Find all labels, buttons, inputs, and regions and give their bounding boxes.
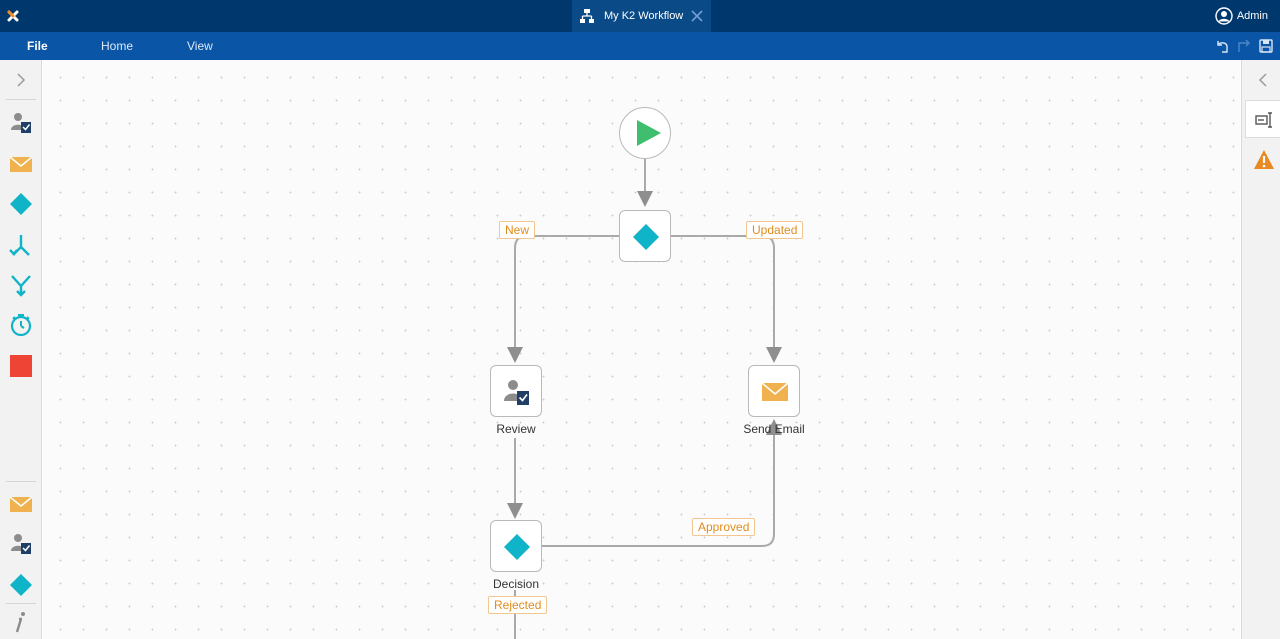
- toolbox-panel: [0, 60, 42, 639]
- user-circle-icon: [1215, 7, 1233, 25]
- collapse-panel-icon[interactable]: [1255, 72, 1271, 88]
- email-icon: [761, 382, 789, 401]
- redo-icon[interactable]: [1236, 38, 1252, 54]
- decision-node-caption: Decision: [492, 577, 540, 591]
- user-name: Admin: [1236, 10, 1268, 22]
- end-icon[interactable]: [9, 354, 33, 378]
- menu-file[interactable]: File: [27, 39, 48, 53]
- info-icon[interactable]: [9, 610, 33, 634]
- decision-node-1[interactable]: [619, 210, 671, 262]
- properties-panel: [1241, 60, 1280, 639]
- line-label-rejected[interactable]: Rejected: [488, 596, 548, 614]
- menu-bar: File Home View: [0, 32, 1280, 60]
- user-task-icon[interactable]: [9, 111, 33, 135]
- close-tab-icon[interactable]: [690, 9, 704, 23]
- toolbox-divider: [6, 481, 36, 482]
- warning-icon[interactable]: [1253, 149, 1275, 171]
- toolbox-divider: [6, 603, 36, 604]
- user-menu[interactable]: Admin: [1215, 7, 1268, 25]
- timer-icon[interactable]: [9, 313, 33, 337]
- title-bar: My K2 Workflow Admin: [0, 0, 1280, 32]
- decision-node-2[interactable]: [490, 520, 542, 572]
- line-label-approved[interactable]: Approved: [692, 518, 756, 536]
- decision-icon[interactable]: [9, 573, 33, 597]
- user-task-icon[interactable]: [9, 532, 33, 556]
- email-icon[interactable]: [9, 492, 33, 516]
- document-tab-title: My K2 Workflow: [604, 10, 684, 22]
- merge-icon[interactable]: [9, 273, 33, 297]
- toolbox-divider: [6, 99, 36, 100]
- decision-icon: [633, 224, 659, 250]
- undo-icon[interactable]: [1214, 38, 1230, 54]
- review-node[interactable]: [490, 365, 542, 417]
- save-icon[interactable]: [1258, 38, 1274, 54]
- document-tab[interactable]: My K2 Workflow: [572, 0, 711, 32]
- send-email-node-caption: Send Email: [743, 422, 805, 436]
- properties-tab[interactable]: [1245, 100, 1280, 138]
- quick-tools: [1214, 38, 1274, 54]
- expand-panel-icon[interactable]: [13, 72, 29, 88]
- review-node-caption: Review: [496, 422, 536, 436]
- menu-home[interactable]: Home: [101, 39, 134, 53]
- line-label-new[interactable]: New: [499, 221, 536, 239]
- workflow-canvas[interactable]: New Updated Review Send Email Approved D…: [43, 60, 1240, 639]
- decision-icon[interactable]: [9, 192, 33, 216]
- decision-icon: [504, 534, 530, 560]
- properties-icon: [1255, 112, 1272, 128]
- email-icon[interactable]: [9, 152, 33, 176]
- menu-view[interactable]: View: [187, 39, 213, 53]
- send-email-node[interactable]: [748, 365, 800, 417]
- workflow-icon: [580, 9, 594, 23]
- play-icon: [637, 120, 661, 146]
- start-node[interactable]: [619, 107, 671, 159]
- split-icon[interactable]: [9, 233, 33, 257]
- user-task-icon: [504, 380, 529, 405]
- k2-logo-icon[interactable]: [4, 6, 22, 26]
- line-label-updated[interactable]: Updated: [746, 221, 804, 239]
